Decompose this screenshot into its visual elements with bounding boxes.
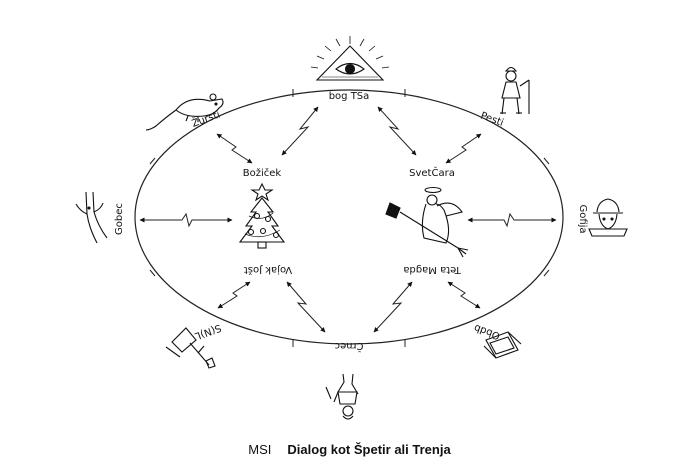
arrow-pesti-svetcara	[445, 133, 482, 164]
label-obdb: Obdb	[473, 322, 502, 342]
arrow-vojak-snl	[217, 281, 251, 309]
label-svetcara: SvetČara	[409, 166, 455, 179]
outer-ellipse	[134, 89, 564, 345]
angel-witch-icon	[385, 186, 469, 258]
label-bozicek: Božiček	[243, 167, 282, 179]
label-snl: S(N)L	[193, 322, 223, 342]
label-vojak-jost: Vojak Jošt	[244, 264, 292, 276]
label-gobec: Gobec	[114, 203, 125, 235]
christmas-tree-icon	[238, 182, 286, 249]
arrow-magda-crnec	[373, 281, 413, 333]
root-icon	[75, 191, 108, 244]
label-crnec: Črnec	[335, 340, 364, 353]
ellipse-tick-marks	[149, 89, 550, 347]
arrow-bog-svetcara	[377, 106, 417, 156]
grave-icon	[165, 327, 216, 369]
figure-caption: MSI Dialog kot Špetir ali Trenja	[0, 441, 699, 459]
caption-title: Dialog kot Špetir ali Trenja	[287, 442, 451, 457]
arrow-bog-bozicek	[281, 106, 319, 156]
arrow-gobec-tree	[139, 212, 233, 228]
eye-pyramid-icon	[310, 36, 390, 81]
arrow-vojak-crnec	[286, 281, 326, 333]
falling-figure-icon	[325, 373, 359, 420]
arrow-magda-obdb	[447, 281, 481, 309]
rat-icon	[145, 93, 224, 131]
label-teta-magda: Teta Magda	[403, 264, 461, 275]
box-icon	[483, 331, 522, 359]
caption-prefix: MSI	[248, 442, 272, 457]
arrow-gofija-witch	[467, 212, 557, 228]
zigzag-arrows	[139, 106, 557, 333]
label-zursti: Žursti	[190, 108, 222, 130]
label-bog-tsa: bog TSa	[329, 91, 370, 102]
arrow-zursti-bozicek	[216, 133, 253, 164]
label-gofija: Gofija	[577, 204, 588, 233]
head-icon	[588, 198, 628, 237]
worker-icon	[500, 66, 530, 115]
